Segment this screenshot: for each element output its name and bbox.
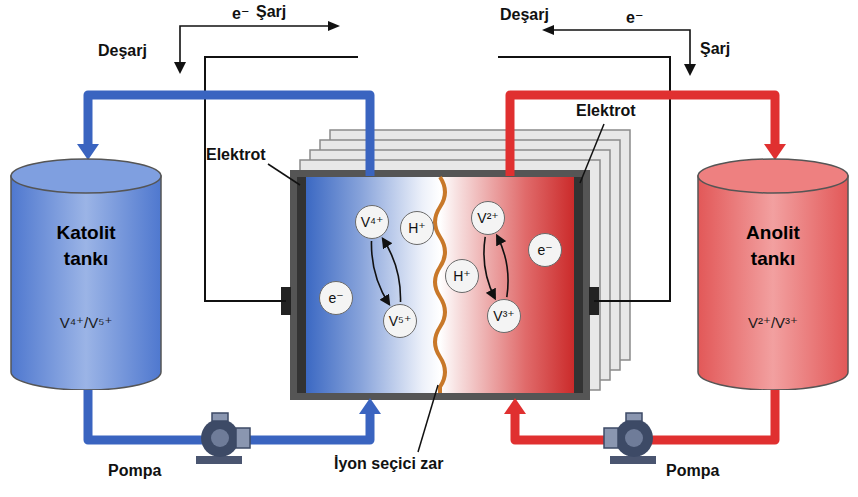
pipe	[88, 95, 775, 440]
text-label: e⁻	[626, 8, 643, 27]
tank-contents: V⁴⁺/V⁵⁺	[10, 314, 162, 332]
reaction-arc	[371, 241, 389, 304]
electrode	[574, 177, 583, 393]
ion-symbol: V⁵⁺	[389, 313, 412, 329]
ion-circle: V⁴⁺	[355, 205, 389, 239]
ion-symbol: V²⁺	[477, 210, 498, 226]
storage-tank: Anolit tankıV²⁺/V³⁺	[697, 158, 849, 390]
ion-circle: H⁺	[445, 259, 479, 293]
pump-symbol	[196, 413, 250, 464]
ion-symbol: e⁻	[537, 242, 552, 258]
ion-circle: V⁵⁺	[383, 304, 417, 338]
text-label: Pompa	[666, 462, 719, 480]
text-label: Deşarj	[98, 42, 147, 60]
leader-line	[268, 124, 604, 452]
ion-symbol: V³⁺	[493, 308, 514, 324]
pipe-arrowhead	[77, 144, 786, 414]
reaction-arc	[484, 237, 495, 298]
cell-electrolyte	[297, 177, 583, 393]
tank-title: Katolit tankı	[10, 220, 162, 271]
text-label: Elektrot	[576, 102, 636, 120]
tank-title: Anolit tankı	[697, 220, 849, 271]
tank-contents: V²⁺/V³⁺	[697, 314, 849, 332]
redox-arrow	[484, 236, 508, 298]
text-label: Deşarj	[500, 6, 549, 24]
cell-frame	[290, 170, 590, 400]
ion-symbol: H⁺	[453, 268, 471, 284]
ion-membrane	[435, 177, 445, 393]
text-label: Şarj	[700, 40, 730, 58]
ion-symbol: H⁺	[408, 220, 426, 236]
ion-circle: V³⁺	[487, 299, 521, 333]
electrode	[297, 177, 306, 393]
ion-circle: e⁻	[319, 281, 353, 315]
ion-circle: H⁺	[400, 211, 434, 245]
reaction-arc	[497, 236, 508, 297]
text-label: Elektrot	[206, 146, 266, 164]
ion-circle: e⁻	[528, 233, 562, 267]
text-label: Şarj	[256, 3, 286, 21]
tank-outline	[697, 158, 849, 390]
text-label: e⁻	[232, 4, 249, 23]
tank-outline	[10, 158, 162, 390]
current-arrow	[180, 26, 690, 66]
text-label: Pompa	[108, 462, 161, 480]
pump-symbol	[604, 413, 656, 464]
ion-symbol: e⁻	[328, 290, 343, 306]
reaction-arc	[383, 239, 401, 302]
text-label: İyon seçici zar	[334, 455, 443, 473]
storage-tank: Katolit tankıV⁴⁺/V⁵⁺	[10, 158, 162, 390]
ion-symbol: V⁴⁺	[361, 214, 384, 230]
redox-arrow	[371, 239, 400, 304]
arrowhead	[174, 21, 696, 76]
ion-circle: V²⁺	[471, 201, 505, 235]
